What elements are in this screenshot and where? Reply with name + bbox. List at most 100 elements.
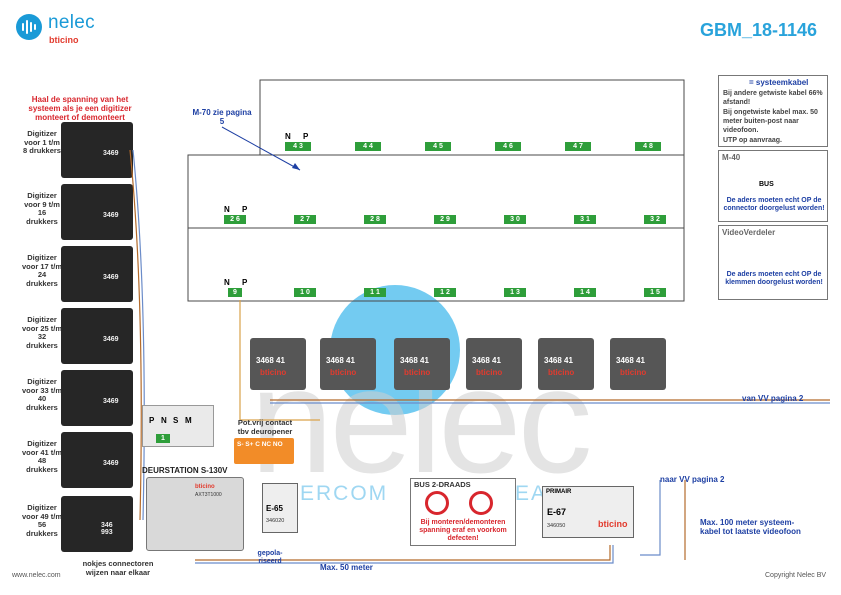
monitor-row-1: N P 4 3 4 4 4 5 4 6 4 7 4 8 — [260, 80, 684, 155]
monitor-number: 2 9 — [434, 215, 456, 224]
nokjes-note: nokjes connectoren wijzen naar elkaar — [82, 559, 154, 577]
gepolariseerd-note: gepola-riseerd — [257, 550, 283, 565]
monitor-number: 9 — [228, 288, 242, 297]
digitizer-code: 3469 — [103, 274, 119, 281]
digitizer-label: Digitizer voor 25 t/m 32 drukkers — [22, 315, 63, 350]
videoverdeler-title: VideoVerdeler — [722, 228, 776, 237]
brand-name: nelec — [48, 12, 95, 33]
keypad-module: P N S M 1 — [142, 405, 214, 447]
monitor-number: 1 5 — [644, 288, 666, 297]
brand-logo: nelec bticino — [16, 12, 126, 45]
keypad-label: M — [185, 416, 192, 425]
keypad-number: 1 — [156, 434, 170, 443]
keypad-label: P — [149, 416, 155, 425]
digitizer-module — [61, 496, 133, 552]
p-label: P — [242, 278, 248, 287]
video-distributor: 3468 41 bticino — [320, 338, 376, 390]
legend-title: = systeemkabel — [749, 78, 809, 87]
brand-sub: bticino — [49, 35, 79, 45]
monitor-number: 3 1 — [574, 215, 596, 224]
e67-code: 346050 — [547, 523, 566, 529]
monitor-number: 1 4 — [574, 288, 596, 297]
m40-title: M-40 — [722, 153, 741, 162]
n-label: N — [224, 205, 230, 214]
e67-primair: PRIMAIR — [546, 489, 572, 495]
digitizer-module — [61, 184, 133, 240]
relay-terminal-labels: S- S+ C NC NO — [237, 441, 283, 448]
max50-note: Max. 50 meter — [320, 563, 373, 572]
distributor-code: 3468 41 — [616, 356, 645, 365]
digitizer-module — [61, 122, 133, 178]
distributor-code: 3468 41 — [256, 356, 285, 365]
digitizer-label: Digitizer voor 49 t/m 56 drukkers — [22, 503, 63, 538]
digitizer-code: 3469 — [103, 398, 119, 405]
van-vv-note: van VV pagina 2 — [742, 394, 804, 403]
videoverdeler-box: VideoVerdeler De aders moeten echt OP de… — [718, 225, 828, 300]
digitizer-code: 3469 — [103, 336, 119, 343]
keypad-label: N — [161, 416, 167, 425]
distributor-code: 3468 41 — [326, 356, 355, 365]
distributor-code: 3468 41 — [400, 356, 429, 365]
distributor-brand: bticino — [548, 368, 575, 377]
distributor-code: 3468 41 — [544, 356, 573, 365]
naar-vv-note: naar VV pagina 2 — [660, 475, 725, 484]
digitizer-label: Digitizer voor 1 t/m 8 drukkers — [23, 129, 61, 155]
distributor-brand: bticino — [476, 368, 503, 377]
legend-line: Bij ongetwiste kabel max. 50 meter buite… — [723, 109, 818, 134]
monitor-row-2: N P 2 6 2 7 2 8 2 9 3 0 3 1 3 2 — [188, 155, 684, 228]
deurstation-title: DEURSTATION S-130V — [142, 466, 228, 475]
video-distributor: 3468 41 bticino — [538, 338, 594, 390]
no-screwdriver-icon — [425, 491, 449, 515]
monitor-number: 1 1 — [364, 288, 386, 297]
digitizer-module — [61, 370, 133, 426]
relay-terminals: S- S+ C NC NO — [234, 438, 294, 464]
monitor-row-3: N P 9 1 0 1 1 1 2 1 3 1 4 1 5 — [188, 228, 684, 301]
left-warning-note: Haal de spanning van het systeem als je … — [28, 95, 132, 122]
e65-module: E-65 346020 — [262, 483, 298, 533]
pot-vrij-note: Pot.vrij contact tbv deuropener — [237, 418, 293, 436]
bus-warning-title: BUS 2-DRAADS — [414, 480, 471, 489]
monitor-number: 2 6 — [224, 215, 246, 224]
video-distributor: 3468 41 bticino — [394, 338, 450, 390]
distributor-brand: bticino — [620, 368, 647, 377]
digitizer-code: 346 993 — [101, 522, 113, 536]
m40-note: De aders moeten echt OP de connector doo… — [723, 197, 825, 212]
monitor-number: 4 8 — [635, 142, 661, 151]
max100-note: Max. 100 meter systeem-kabel tot laatste… — [700, 518, 801, 536]
monitor-number: 2 8 — [364, 215, 386, 224]
e65-code: 346020 — [266, 518, 285, 524]
monitor-number: 4 6 — [495, 142, 521, 151]
monitor-number: 4 4 — [355, 142, 381, 151]
footer-left: www.nelec.com — [12, 572, 61, 579]
monitor-number: 1 2 — [434, 288, 456, 297]
monitor-number: 4 7 — [565, 142, 591, 151]
footer-right: Copyright Nelec BV — [765, 572, 827, 579]
e67-name: E-67 — [547, 507, 567, 517]
m70-note: M-70 zie pagina 5 — [192, 108, 252, 126]
monitor-number: 1 0 — [294, 288, 316, 297]
videoverdeler-note: De aders moeten echt OP de klemmen doorg… — [725, 271, 823, 286]
bus-warning-text: Bij monteren/demonteren spanning eraf en… — [419, 519, 507, 542]
legend-line: UTP op aanvraag. — [723, 137, 783, 144]
legend-line: Bij andere getwiste kabel 66% afstand! — [723, 90, 823, 106]
digitizer-code: 3469 — [103, 150, 119, 157]
bus-label: BUS — [759, 181, 774, 188]
keypad-label: S — [173, 416, 179, 425]
distributor-brand: bticino — [330, 368, 357, 377]
digitizer-label: Digitizer voor 9 t/m 16 drukkers — [24, 191, 60, 226]
e65-name: E-65 — [266, 504, 283, 513]
bus-warning-box: BUS 2-DRAADS Bij monteren/demonteren spa… — [410, 478, 516, 546]
n-label: N — [285, 132, 291, 141]
digitizer-module — [61, 432, 133, 488]
video-distributor: 3468 41 bticino — [250, 338, 306, 390]
monitor-number: 1 3 — [504, 288, 526, 297]
distributor-brand: bticino — [404, 368, 431, 377]
monitor-number: 4 5 — [425, 142, 451, 151]
digitizer-label: Digitizer voor 33 t/m 40 drukkers — [22, 377, 63, 412]
digitizer-module — [61, 308, 133, 364]
m40-box: M-40 BUS De aders moeten echt OP de conn… — [718, 150, 828, 222]
monitor-number: 4 3 — [285, 142, 311, 151]
video-distributor: 3468 41 bticino — [610, 338, 666, 390]
